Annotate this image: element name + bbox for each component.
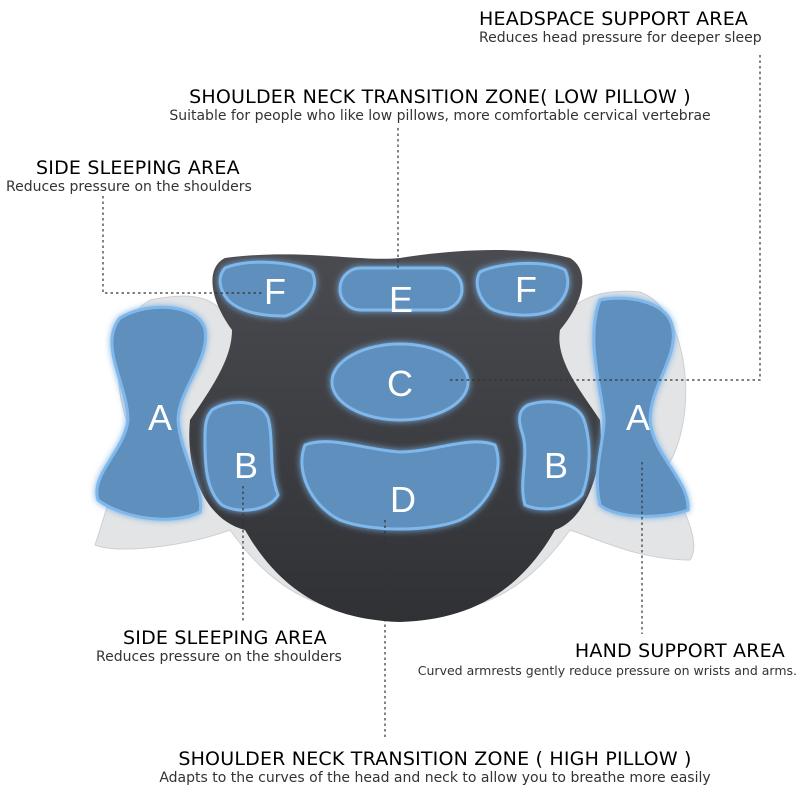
callout-side-bottom-subtitle: Reduces pressure on the shoulders (96, 649, 342, 665)
zone-a-right-shape (592, 296, 690, 518)
zone-label-d: D (390, 479, 416, 520)
zone-b-right-shape (518, 400, 591, 511)
zone-f-right-shape (475, 262, 570, 317)
callout-headspace: HEADSPACE SUPPORT AREA Reduces head pres… (479, 8, 762, 47)
pillow-body (189, 250, 601, 623)
zone-label-c: C (387, 363, 413, 404)
callout-headspace-title: HEADSPACE SUPPORT AREA (479, 8, 749, 30)
callout-hand: HAND SUPPORT AREA Curved armrests gently… (405, 640, 797, 679)
zone-f-left-shape (218, 260, 316, 318)
callout-side-bottom: SIDE SLEEPING AREA Reduces pressure on t… (96, 627, 342, 666)
callout-neck-high: SHOULDER NECK TRANSITION ZONE ( HIGH PIL… (125, 748, 745, 787)
callout-headspace-subtitle: Reduces head pressure for deeper sleep (479, 30, 762, 46)
callout-side-top-title: SIDE SLEEPING AREA (36, 157, 240, 179)
callout-side-top: SIDE SLEEPING AREA Reduces pressure on t… (6, 157, 252, 196)
zone-label-a-right: A (626, 397, 650, 438)
callout-side-top-subtitle: Reduces pressure on the shoulders (6, 179, 252, 195)
zone-label-f-left: F (264, 271, 286, 312)
zone-label-f-right: F (515, 269, 537, 310)
zone-label-b-right: B (544, 445, 568, 486)
zone-c-shape (330, 342, 470, 422)
zone-label-b-left: B (234, 445, 258, 486)
callout-hand-title: HAND SUPPORT AREA (574, 640, 785, 662)
callout-hand-subtitle: Curved armrests gently reduce pressure o… (417, 663, 797, 678)
zone-label-a-left: A (148, 397, 172, 438)
callout-neck-high-title: SHOULDER NECK TRANSITION ZONE ( HIGH PIL… (178, 748, 692, 770)
callout-neck-high-subtitle: Adapts to the curves of the head and nec… (159, 770, 711, 786)
callout-side-bottom-title: SIDE SLEEPING AREA (123, 627, 327, 649)
callout-neck-low-subtitle: Suitable for people who like low pillows… (169, 108, 711, 124)
zone-label-e: E (389, 279, 413, 320)
leader-headspace (450, 55, 761, 381)
callout-neck-low-title: SHOULDER NECK TRANSITION ZONE( LOW PILLO… (189, 86, 691, 108)
zone-a-left-shape (95, 305, 207, 521)
zone-d-shape (300, 440, 500, 531)
zone-b-left-shape (203, 400, 280, 512)
callout-neck-low: SHOULDER NECK TRANSITION ZONE( LOW PILLO… (115, 86, 765, 125)
zone-e-shape (338, 266, 464, 312)
